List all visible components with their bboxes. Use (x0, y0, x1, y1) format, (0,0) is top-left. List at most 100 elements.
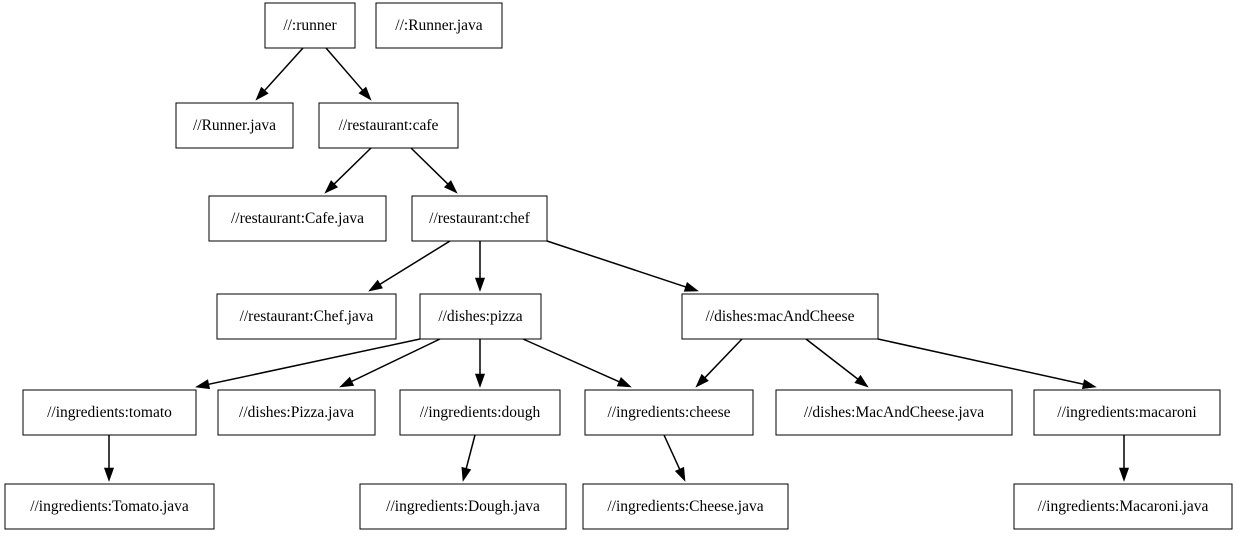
graph-node-tomato[interactable]: //ingredients:tomato (22, 389, 197, 436)
graph-node-pizza_java[interactable]: //dishes:Pizza.java (217, 389, 376, 436)
edge-arrowhead-icon (339, 376, 355, 388)
node-label: //dishes:MacAndCheese.java (804, 404, 984, 421)
graph-edge (805, 338, 869, 388)
edge-line (465, 434, 476, 471)
graph-node-cheese_java[interactable]: //ingredients:Cheese.java (582, 483, 789, 530)
edge-arrowhead-icon (695, 373, 709, 388)
node-label: //restaurant:Cafe.java (231, 210, 364, 227)
graph-edge (103, 435, 115, 482)
node-box[interactable] (582, 483, 789, 530)
node-label: //ingredients:Dough.java (386, 498, 540, 515)
node-box[interactable] (419, 293, 542, 340)
node-box[interactable] (216, 293, 397, 340)
graph-node-dough[interactable]: //ingredients:dough (399, 389, 561, 436)
node-box[interactable] (411, 195, 548, 242)
node-label: //dishes:pizza (438, 308, 522, 325)
node-label: //Runner.java (193, 117, 276, 134)
edge-arrowhead-icon (443, 180, 458, 194)
edge-arrowhead-icon (474, 277, 486, 292)
node-box[interactable] (1013, 483, 1233, 530)
node-box[interactable] (584, 389, 754, 436)
graph-node-cafe_java[interactable]: //restaurant:Cafe.java (208, 195, 387, 242)
edge-arrowhead-icon (1081, 379, 1097, 390)
edge-arrowhead-icon (103, 467, 115, 482)
node-box[interactable] (399, 389, 561, 436)
edge-line (703, 338, 743, 380)
graph-edge (255, 47, 304, 101)
graph-node-root_runner_java[interactable]: //:Runner.java (375, 2, 503, 49)
node-box[interactable] (217, 389, 376, 436)
graph-edge (1118, 435, 1130, 482)
node-box[interactable] (1033, 389, 1221, 436)
edge-layer (103, 47, 1130, 482)
graph-node-cafe[interactable]: //restaurant:cafe (318, 102, 459, 149)
edge-arrowhead-icon (368, 279, 383, 292)
graph-node-pizza[interactable]: //dishes:pizza (419, 293, 542, 340)
graph-edge (339, 338, 441, 388)
edge-line (522, 338, 622, 384)
edge-arrowhead-icon (255, 86, 269, 101)
node-box[interactable] (359, 483, 567, 530)
graph-node-chef[interactable]: //restaurant:chef (411, 195, 548, 242)
edge-line (546, 240, 688, 289)
edge-arrowhead-icon (683, 282, 699, 292)
edge-arrowhead-icon (1118, 467, 1130, 482)
graph-edge (368, 240, 451, 292)
edge-line (349, 338, 441, 383)
node-label: //ingredients:macaroni (1057, 404, 1197, 421)
graph-edge (195, 338, 421, 390)
graph-edge (877, 338, 1097, 390)
edge-line (663, 434, 682, 472)
node-box[interactable] (375, 2, 503, 49)
graph-node-chef_java[interactable]: //restaurant:Chef.java (216, 293, 397, 340)
graph-node-macaroni[interactable]: //ingredients:macaroni (1033, 389, 1221, 436)
graph-edge (663, 434, 686, 482)
graph-edge (522, 338, 632, 388)
edge-arrowhead-icon (324, 180, 339, 194)
graph-node-cheese[interactable]: //ingredients:cheese (584, 389, 754, 436)
edge-line (325, 47, 365, 93)
node-layer: //:runner //:Runner.java //Runner.java //re… (4, 2, 1233, 530)
node-label: //restaurant:chef (429, 210, 531, 227)
node-box[interactable] (4, 483, 215, 530)
node-box[interactable] (681, 293, 879, 340)
graph-edge (474, 241, 486, 292)
graph-node-runner_java[interactable]: //Runner.java (175, 102, 294, 149)
edge-arrowhead-icon (461, 466, 472, 482)
graph-node-tomato_java[interactable]: //ingredients:Tomato.java (4, 483, 215, 530)
node-label: //ingredients:tomato (47, 404, 172, 421)
node-box[interactable] (318, 102, 459, 149)
edge-arrowhead-icon (616, 377, 632, 388)
graph-node-dough_java[interactable]: //ingredients:Dough.java (359, 483, 567, 530)
node-box[interactable] (22, 389, 197, 436)
graph-node-macandcheese[interactable]: //dishes:macAndCheese (681, 293, 879, 340)
node-label: //ingredients:Macaroni.java (1038, 498, 1209, 515)
node-box[interactable] (775, 389, 1013, 436)
node-label: //restaurant:cafe (339, 117, 439, 134)
graph-edge (546, 240, 699, 292)
edge-arrowhead-icon (195, 379, 211, 390)
node-box[interactable] (175, 102, 294, 149)
node-label: //dishes:Pizza.java (239, 404, 354, 421)
node-label: //dishes:macAndCheese (706, 308, 855, 325)
node-label: //ingredients:Tomato.java (30, 498, 189, 515)
node-label: //ingredients:dough (420, 404, 541, 421)
node-label: //:runner (283, 17, 337, 34)
edge-arrowhead-icon (358, 86, 372, 101)
node-label: //ingredients:cheese (607, 404, 730, 421)
edge-arrowhead-icon (854, 374, 869, 388)
graph-edge (324, 147, 372, 194)
edge-line (377, 240, 451, 286)
node-box[interactable] (208, 195, 387, 242)
edge-line (262, 47, 304, 93)
graph-edge (461, 434, 476, 482)
graph-node-macandcheese_java[interactable]: //dishes:MacAndCheese.java (775, 389, 1013, 436)
graph-edge (695, 338, 743, 388)
graph-node-macaroni_java[interactable]: //ingredients:Macaroni.java (1013, 483, 1233, 530)
graph-edge (410, 147, 458, 194)
graph-node-runner[interactable]: //:runner (264, 2, 356, 49)
node-box[interactable] (264, 2, 356, 49)
node-label: //restaurant:Chef.java (240, 308, 374, 325)
